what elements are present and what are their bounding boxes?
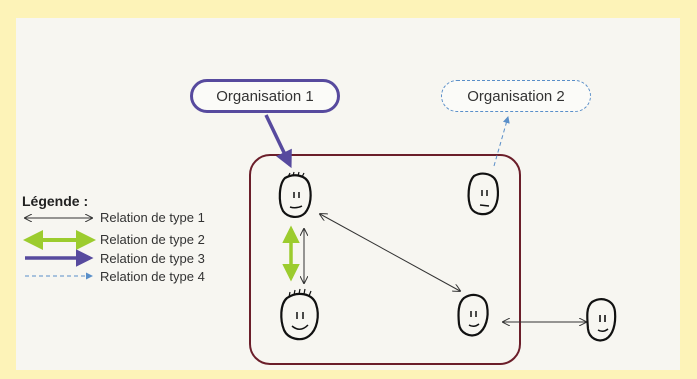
diagram-panel	[16, 18, 680, 370]
organisation-2-label: Organisation 2	[441, 80, 591, 112]
type1-relation-diagonal	[320, 214, 460, 291]
face-icon	[467, 172, 500, 216]
face-icon	[278, 171, 312, 218]
legend-item-type2: Relation de type 2	[100, 232, 205, 247]
legend-item-type4: Relation de type 4	[100, 269, 205, 284]
legend-item-type3: Relation de type 3	[100, 251, 205, 266]
face-icon	[586, 298, 617, 342]
organisation-1-label: Organisation 1	[190, 79, 340, 113]
face-icon	[280, 288, 319, 341]
type3-relation	[264, 114, 292, 169]
legend-item-type1: Relation de type 1	[100, 210, 205, 225]
organisation-boundary	[249, 154, 521, 365]
face-icon	[457, 293, 489, 337]
type4-relation	[493, 116, 510, 167]
legend-title: Légende :	[22, 193, 89, 209]
